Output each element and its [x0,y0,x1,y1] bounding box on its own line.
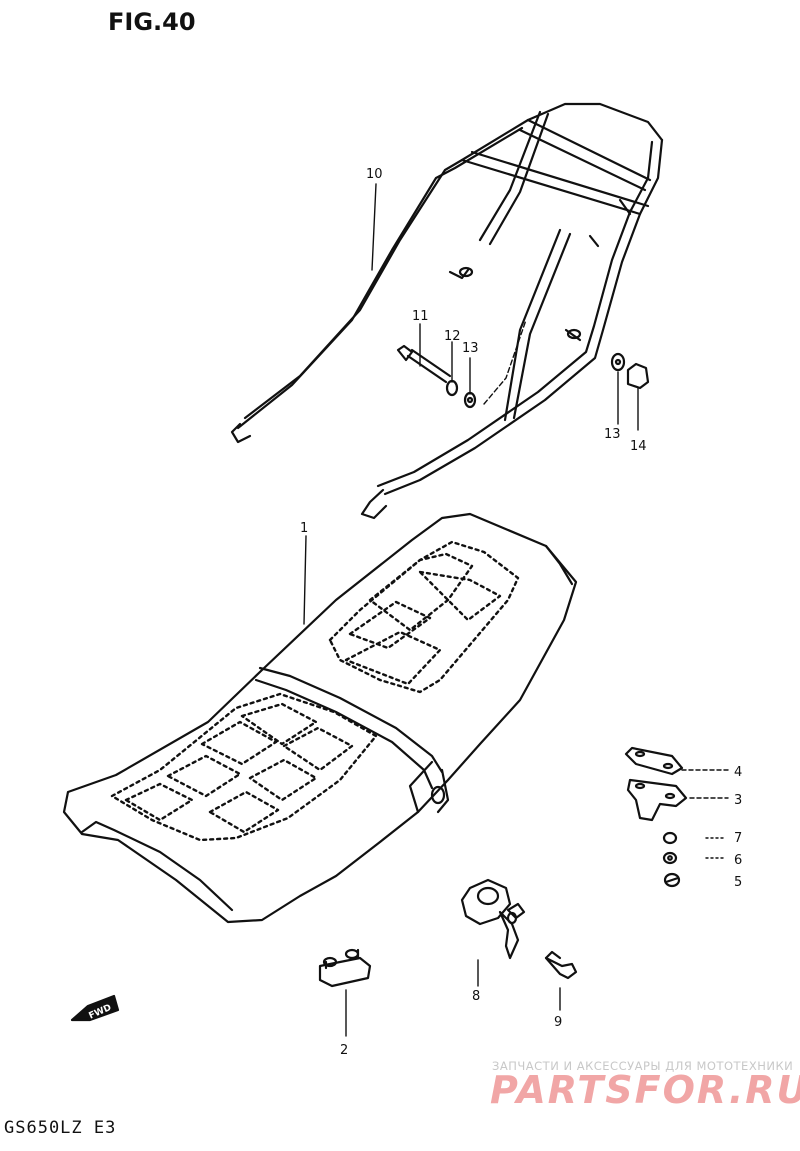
watermark-logo: PARTSFOR.RU [490,1068,800,1112]
callout-2: 2 [340,1043,348,1058]
lock-bolt [544,950,578,980]
callout-13a: 13 [462,341,479,356]
callout-8: 8 [472,989,480,1004]
forward-arrow-icon [70,994,120,1022]
seat-lock [460,878,526,960]
leader-lines [303,183,729,1037]
callout-12: 12 [444,329,461,344]
callout-4: 4 [734,765,742,780]
callout-labels: 1 2 3 4 5 6 7 8 9 10 11 12 13 13 14 [300,167,742,1058]
callout-6: 6 [734,853,742,868]
figure-title: FIG.40 [108,8,196,36]
callout-1: 1 [300,521,308,536]
model-code: GS650LZ E3 [4,1118,117,1138]
callout-10: 10 [366,167,383,182]
mounting-bolt [396,344,650,409]
callout-11: 11 [412,309,429,324]
callout-13b: 13 [604,427,621,442]
callout-5: 5 [734,875,742,890]
watermark-tagline: ЗАПЧАСТИ И АКСЕССУАРЫ ДЛЯ МОТОТЕХНИКИ [492,1059,794,1073]
seat-hinge-parts [624,746,688,888]
callout-9: 9 [554,1015,562,1030]
seat-assembly [62,512,578,924]
seat-cushion [318,948,372,988]
seat-rail-frame [230,102,664,520]
callout-7: 7 [734,831,742,846]
callout-14: 14 [630,439,647,454]
callout-3: 3 [734,793,742,808]
